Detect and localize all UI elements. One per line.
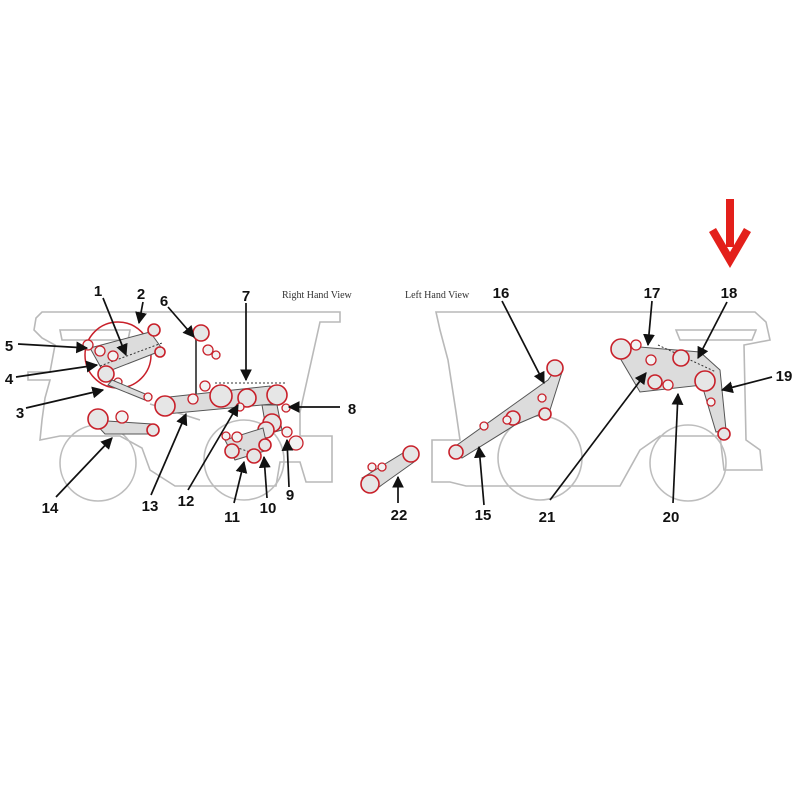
callout-20: 20 (663, 509, 680, 526)
front-wheel-left (497, 415, 583, 501)
callout-14: 14 (42, 500, 59, 517)
callout-3: 3 (16, 405, 24, 422)
callout-9: 9 (286, 487, 294, 504)
callout-13: 13 (142, 498, 159, 515)
rear-wheel-left (649, 424, 727, 502)
callout-7: 7 (242, 288, 250, 305)
callout-1: 1 (94, 283, 102, 300)
belt-group-14 (87, 408, 160, 437)
callout-10: 10 (260, 500, 277, 517)
callout-16: 16 (493, 285, 510, 302)
callout-4: 4 (5, 371, 14, 388)
combine-body-outline-left (431, 311, 771, 487)
belt-group-15-16 (448, 359, 564, 460)
belt-group-10-11 (221, 427, 272, 464)
right-hand-view-title: Right Hand View (282, 290, 353, 301)
callout-labels: 1 2 3 4 5 6 7 8 9 10 11 12 13 14 15 16 1… (5, 283, 793, 526)
operator-cab-left (674, 329, 758, 341)
callout-11: 11 (224, 509, 240, 526)
callout-21: 21 (539, 509, 556, 526)
leader-lines (15, 297, 773, 506)
belt-group-6 (192, 324, 221, 398)
combine-body-outline-right (27, 311, 341, 487)
callout-15: 15 (475, 507, 492, 524)
belt-group-22 (360, 445, 420, 494)
left-hand-view-title: Left Hand View (405, 290, 470, 301)
left-hand-view: Left Hand View (405, 290, 771, 502)
front-wheel-right (203, 419, 285, 501)
callout-2: 2 (137, 286, 145, 303)
callout-5: 5 (5, 338, 13, 355)
callout-18: 18 (721, 285, 738, 302)
belt-group-17-21 (610, 338, 731, 441)
callout-8: 8 (348, 401, 356, 418)
callout-12: 12 (178, 493, 195, 510)
arrow-down-icon (709, 199, 751, 268)
callout-17: 17 (644, 285, 661, 302)
callout-22: 22 (391, 507, 408, 524)
belt-group-1-5 (82, 323, 166, 402)
belt-group-7-13 (154, 380, 291, 417)
callout-19: 19 (776, 368, 793, 385)
callout-6: 6 (160, 293, 168, 310)
